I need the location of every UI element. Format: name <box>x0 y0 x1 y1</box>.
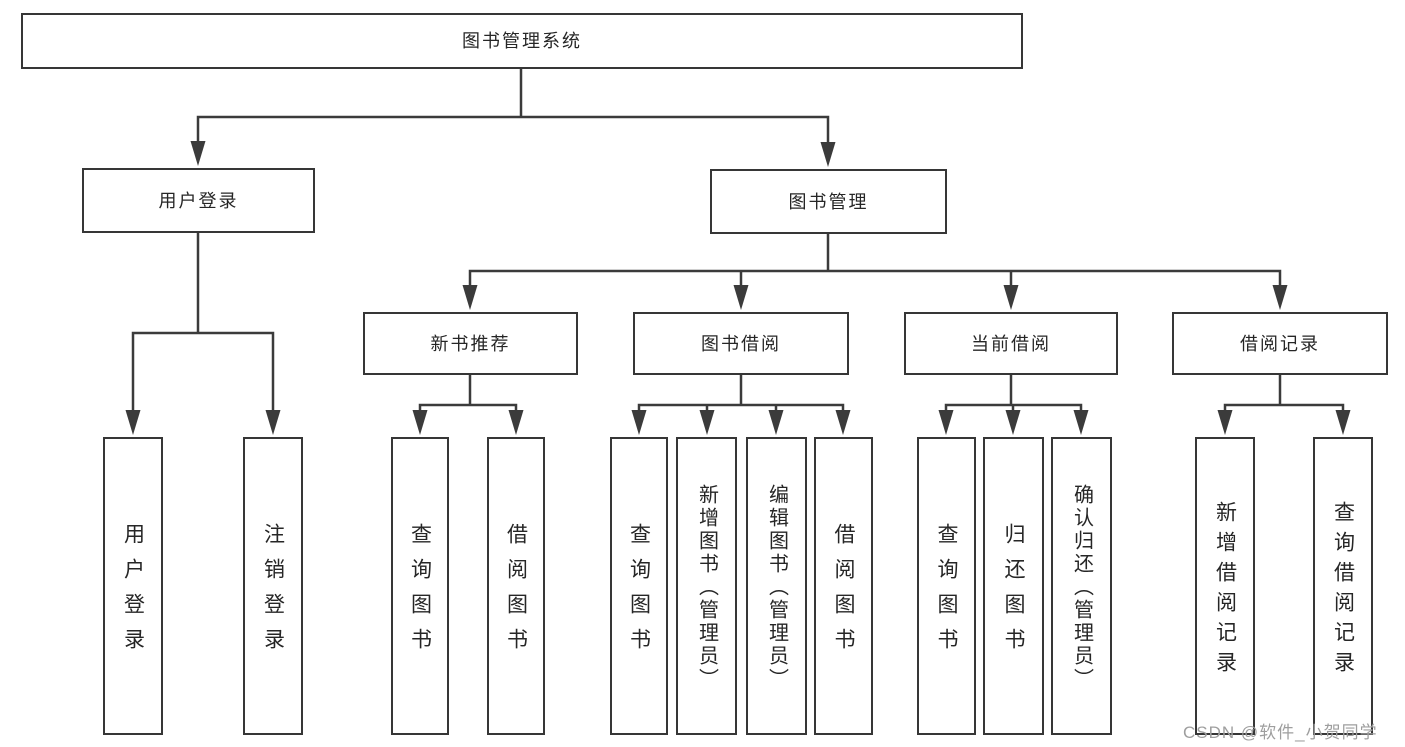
leaf-record-add-borrow-record: 新增借阅记录 <box>1195 437 1255 735</box>
connector-borrow-record-children <box>1223 375 1345 415</box>
arrow-down-icons <box>125 141 1351 435</box>
node-new-book-recommend: 新书推荐 <box>363 312 578 375</box>
leaf-borrow-borrow-book: 借阅图书 <box>814 437 873 735</box>
node-borrow-record: 借阅记录 <box>1172 312 1388 375</box>
leaf-recommend-borrow-book: 借阅图书 <box>487 437 545 735</box>
connector-new-book-rec-children <box>418 375 518 415</box>
node-book-borrow: 图书借阅 <box>633 312 849 375</box>
leaf-record-query-borrow-record: 查询借阅记录 <box>1313 437 1373 735</box>
leaf-logout: 注销登录 <box>243 437 303 735</box>
leaf-recommend-query-book: 查询图书 <box>391 437 449 735</box>
connector-user-login-children <box>131 233 275 414</box>
node-root: 图书管理系统 <box>21 13 1023 69</box>
node-current-borrow: 当前借阅 <box>904 312 1118 375</box>
leaf-user-login: 用户登录 <box>103 437 163 735</box>
leaf-borrow-edit-book-admin: 编辑图书（管理员） <box>746 437 807 735</box>
csdn-watermark: CSDN @软件_小贺同学 <box>1183 723 1378 742</box>
connector-root-to-level2 <box>196 69 830 148</box>
connector-book-borrow-children <box>637 375 845 415</box>
leaf-current-confirm-return-admin: 确认归还（管理员） <box>1051 437 1112 735</box>
leaf-borrow-add-book-admin: 新增图书（管理员） <box>676 437 737 735</box>
leaf-current-query-book: 查询图书 <box>917 437 976 735</box>
leaf-borrow-query-book: 查询图书 <box>610 437 668 735</box>
leaf-current-return-book: 归还图书 <box>983 437 1044 735</box>
connector-current-borrow-children <box>944 375 1083 415</box>
node-user-login: 用户登录 <box>82 168 315 233</box>
connector-book-mgmt-children <box>468 234 1282 292</box>
node-book-mgmt: 图书管理 <box>710 169 947 234</box>
